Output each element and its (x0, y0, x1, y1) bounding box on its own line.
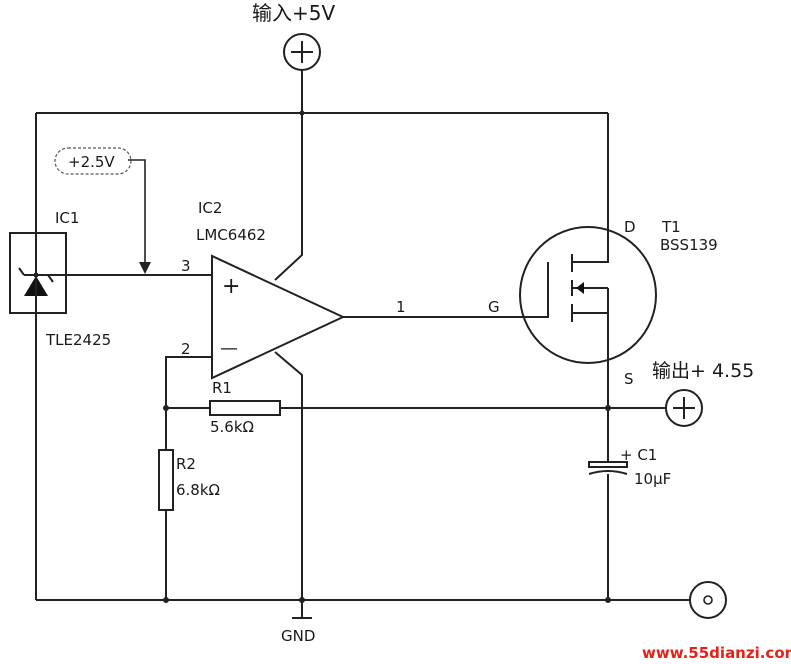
ic1-name: IC1 (55, 209, 79, 227)
ground-terminal (689, 581, 727, 619)
wire-opamp-vminus (274, 351, 303, 600)
pin1-label: 1 (396, 298, 406, 316)
r1-value: 5.6kΩ (210, 418, 254, 436)
input-label: 输入+5V (252, 1, 335, 25)
ic2-name: IC2 (198, 199, 222, 217)
c1-name: + C1 (620, 446, 657, 464)
watermark-site: www.55dianzi.com (642, 644, 791, 662)
ref-voltage-label: +2.5V (68, 153, 115, 171)
gate-label: G (488, 298, 500, 316)
output-terminal (665, 389, 703, 427)
junction-dot (605, 597, 611, 603)
drain-label: D (624, 218, 636, 236)
ic1-part: TLE2425 (45, 331, 111, 349)
r1-name: R1 (212, 379, 232, 397)
input-terminal (283, 33, 321, 71)
r1-resistor (209, 400, 281, 416)
junction-dot (163, 597, 169, 603)
c1-value: 10μF (634, 470, 671, 488)
r2-name: R2 (176, 455, 196, 473)
junction-dot (299, 597, 305, 603)
c1-capacitor (588, 461, 628, 475)
r2-resistor (158, 449, 174, 511)
pin3-label: 3 (181, 257, 191, 275)
r2-value: 6.8kΩ (176, 481, 220, 499)
junction-dot (299, 110, 305, 116)
source-label: S (624, 370, 634, 388)
ref-voltage-outline (54, 147, 132, 175)
ic1-reference (9, 232, 67, 314)
t1-part: BSS139 (660, 236, 718, 254)
wires (33, 70, 690, 619)
minus-input-label: — (220, 338, 238, 359)
wire-minus-input (165, 356, 212, 408)
junction-dot (163, 405, 169, 411)
junction-dot (605, 405, 611, 411)
gnd-label: GND (281, 627, 315, 645)
t1-name: T1 (661, 218, 681, 236)
t1-mosfet (519, 226, 657, 364)
ic2-opamp (211, 254, 346, 380)
output-label: 输出+ 4.55 (652, 360, 754, 382)
pin2-label: 2 (181, 340, 191, 358)
wire-probe (128, 159, 146, 264)
probe-arrowhead (139, 262, 151, 274)
plus-input-label: + (222, 274, 240, 299)
wire-opamp-vplus (274, 113, 303, 281)
ic2-part: LMC6462 (196, 226, 266, 244)
